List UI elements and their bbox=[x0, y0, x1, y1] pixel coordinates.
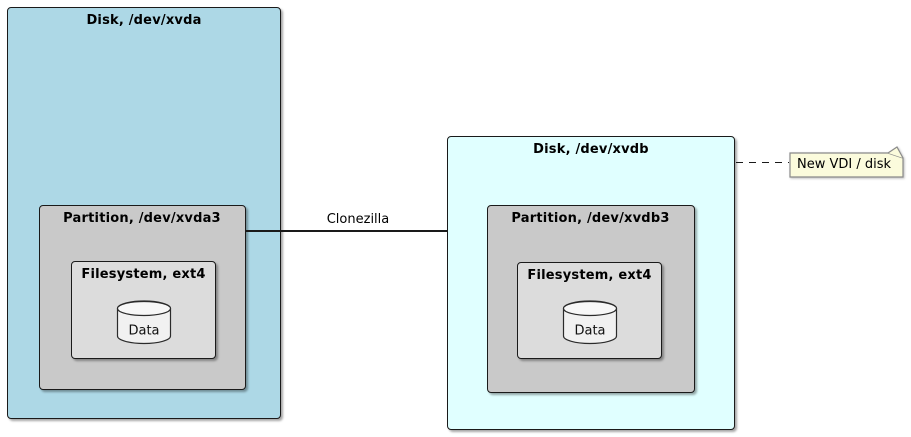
data-label-xvda: Data bbox=[128, 323, 159, 338]
disk-xvda-title: Disk, /dev/xvda bbox=[86, 13, 202, 28]
database-cylinder-icon: Data bbox=[562, 299, 617, 344]
note-connector-dashed-line bbox=[736, 161, 789, 163]
clonezilla-label: Clonezilla bbox=[326, 212, 390, 227]
disk-xvdb-title: Disk, /dev/xvdb bbox=[533, 142, 649, 157]
partition-xvda3-title: Partition, /dev/xvda3 bbox=[63, 210, 221, 226]
note-shape bbox=[789, 146, 904, 178]
partition-xvdb3-node: Partition, /dev/xvdb3 Filesystem, ext4 D… bbox=[486, 204, 695, 393]
clonezilla-arrow-line bbox=[246, 230, 480, 232]
disk-xvdb-node: Disk, /dev/xvdb Partition, /dev/xvdb3 Fi… bbox=[447, 136, 735, 430]
filesystem-ext4-title-xvdb: Filesystem, ext4 bbox=[527, 268, 652, 283]
note-new-vdi-text: New VDI / disk bbox=[797, 157, 892, 172]
disk-xvda-node: Disk, /dev/xvda Partition, /dev/xvda3 Fi… bbox=[7, 7, 281, 419]
database-cylinder-icon: Data bbox=[116, 299, 171, 344]
partition-xvdb3-title: Partition, /dev/xvdb3 bbox=[511, 210, 670, 226]
filesystem-ext4-node-xvda: Filesystem, ext4 Data bbox=[71, 261, 216, 359]
data-label-xvdb: Data bbox=[574, 323, 605, 338]
note-fold-corner-icon bbox=[887, 146, 904, 159]
filesystem-ext4-node-xvdb: Filesystem, ext4 Data bbox=[517, 262, 662, 359]
partition-xvda3-node: Partition, /dev/xvda3 Filesystem, ext4 D… bbox=[38, 204, 246, 390]
filesystem-ext4-title-xvda: Filesystem, ext4 bbox=[81, 267, 206, 282]
